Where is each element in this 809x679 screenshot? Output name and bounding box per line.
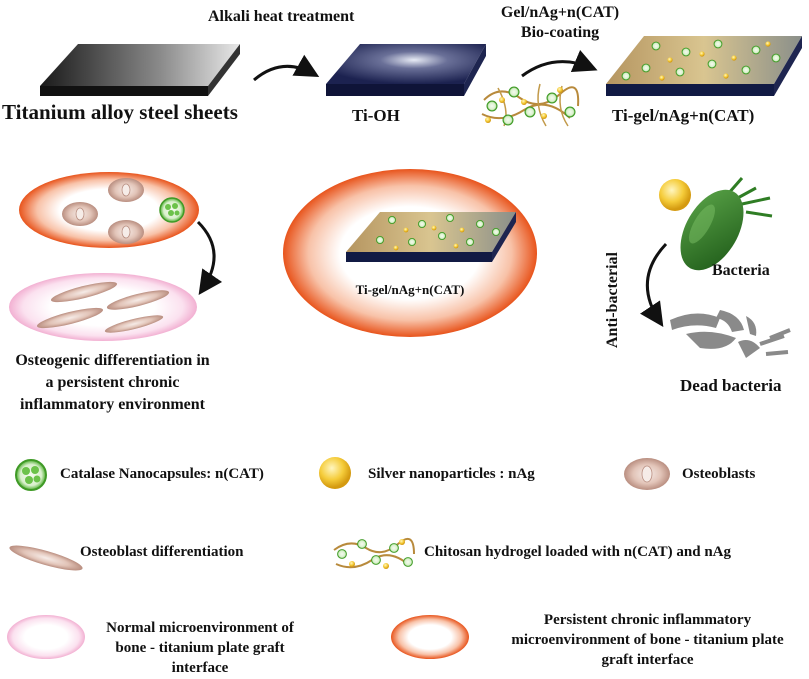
normal-environment-ellipse <box>9 273 197 341</box>
legend-normal-line3: interface <box>171 660 229 676</box>
arrow2-label-line2: Bio-coating <box>520 24 600 41</box>
step3-label: Ti-gel/nAg+n(CAT) <box>612 106 755 125</box>
antibacterial-label: Anti-bacterial <box>604 238 626 348</box>
antibacterial-arrow-icon <box>640 242 668 327</box>
legend-silver: Silver nanoparticles : nAg <box>368 466 535 482</box>
legend-normal-line2: bone - titanium plate graft <box>115 640 285 656</box>
hydrogel-legend-icon <box>333 537 415 569</box>
osteoblast-legend-icon <box>624 458 670 490</box>
legend-osteoblasts: Osteoblasts <box>682 466 756 482</box>
osteo-caption-line1: Osteogenic differentiation in <box>15 352 210 369</box>
hydrogel-cluster-icon <box>481 83 580 127</box>
step2-label: Ti-OH <box>352 106 400 125</box>
legend-inflam-line2: microenvironment of bone - titanium plat… <box>511 632 784 648</box>
steel-sheet-icon <box>40 44 240 96</box>
legend-osteo-diff: Osteoblast differentiation <box>80 544 244 560</box>
legend-catalase: Catalase Nanocapsules: n(CAT) <box>60 466 264 482</box>
arrow1-label: Alkali heat treatment <box>208 8 355 25</box>
legend-inflam-line3: graft interface <box>601 652 694 668</box>
osteo-caption-line3: inflammatory environment <box>19 396 205 413</box>
bacteria-icon <box>680 177 773 271</box>
center-label: Ti-gel/nAg+n(CAT) <box>355 282 465 297</box>
osteo-diff-legend-icon <box>9 545 83 571</box>
silver-legend-icon <box>319 457 351 489</box>
inflamed-env-legend-icon <box>391 615 469 659</box>
dead-bacteria-icon <box>670 310 791 358</box>
osteo-caption-line2: a persistent chronic <box>45 374 180 391</box>
legend-inflam-line1: Persistent chronic inflammatory <box>543 612 752 628</box>
ti-oh-sheet-icon <box>326 44 486 96</box>
arrow2-icon <box>521 49 598 78</box>
antibacterial-label-text: Anti-bacterial <box>604 252 621 348</box>
normal-env-legend-icon <box>7 615 85 659</box>
center-ti-gel-sheet-icon <box>346 212 516 262</box>
legend-normal-line1: Normal microenvironment of <box>106 620 294 636</box>
arrow1-icon <box>253 54 320 82</box>
legend-hydrogel: Chitosan hydrogel loaded with n(CAT) and… <box>424 544 732 560</box>
arrow2-label-line1: Gel/nAg+n(CAT) <box>500 4 620 21</box>
inflamed-environment-ellipse <box>19 172 199 248</box>
dead-bacteria-label: Dead bacteria <box>680 376 782 395</box>
ti-gel-sheet-icon <box>606 36 802 96</box>
silver-nanoparticle-icon <box>659 179 691 211</box>
step1-label: Titanium alloy steel sheets <box>2 100 238 124</box>
catalase-legend-icon <box>15 459 47 491</box>
differentiation-arrow-icon <box>196 220 223 295</box>
bacteria-label: Bacteria <box>712 262 770 279</box>
